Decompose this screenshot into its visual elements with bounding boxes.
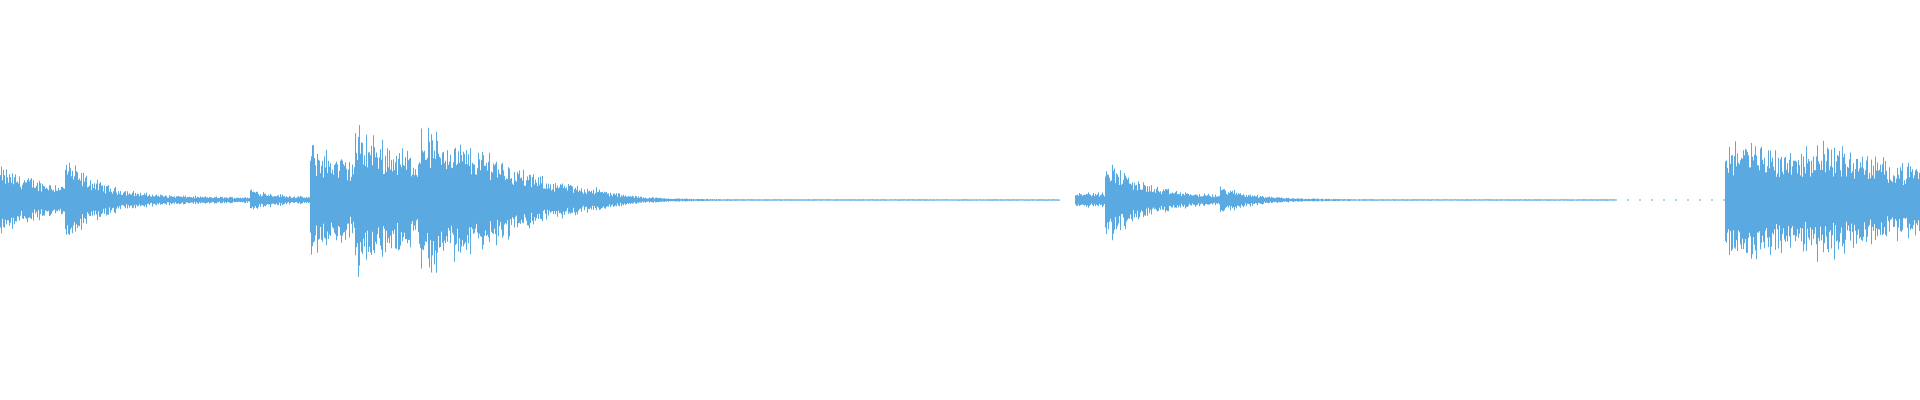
waveform-segment: [0, 166, 65, 234]
waveform-segment: [1075, 192, 1105, 208]
waveform-segment: [355, 125, 420, 277]
waveform-segment: [590, 187, 1060, 211]
waveform-segment: [250, 189, 310, 210]
waveform-segment: [1725, 141, 1815, 260]
waveform-segment: [1815, 140, 1920, 262]
waveform-segment: [420, 127, 488, 273]
waveform-segment: [1220, 186, 1615, 212]
waveform-segment: [65, 162, 250, 235]
waveform-bars: [0, 125, 1920, 277]
waveform-segment: [488, 152, 590, 246]
waveform-segment: [310, 145, 355, 255]
waveform-segment: [1105, 164, 1220, 241]
